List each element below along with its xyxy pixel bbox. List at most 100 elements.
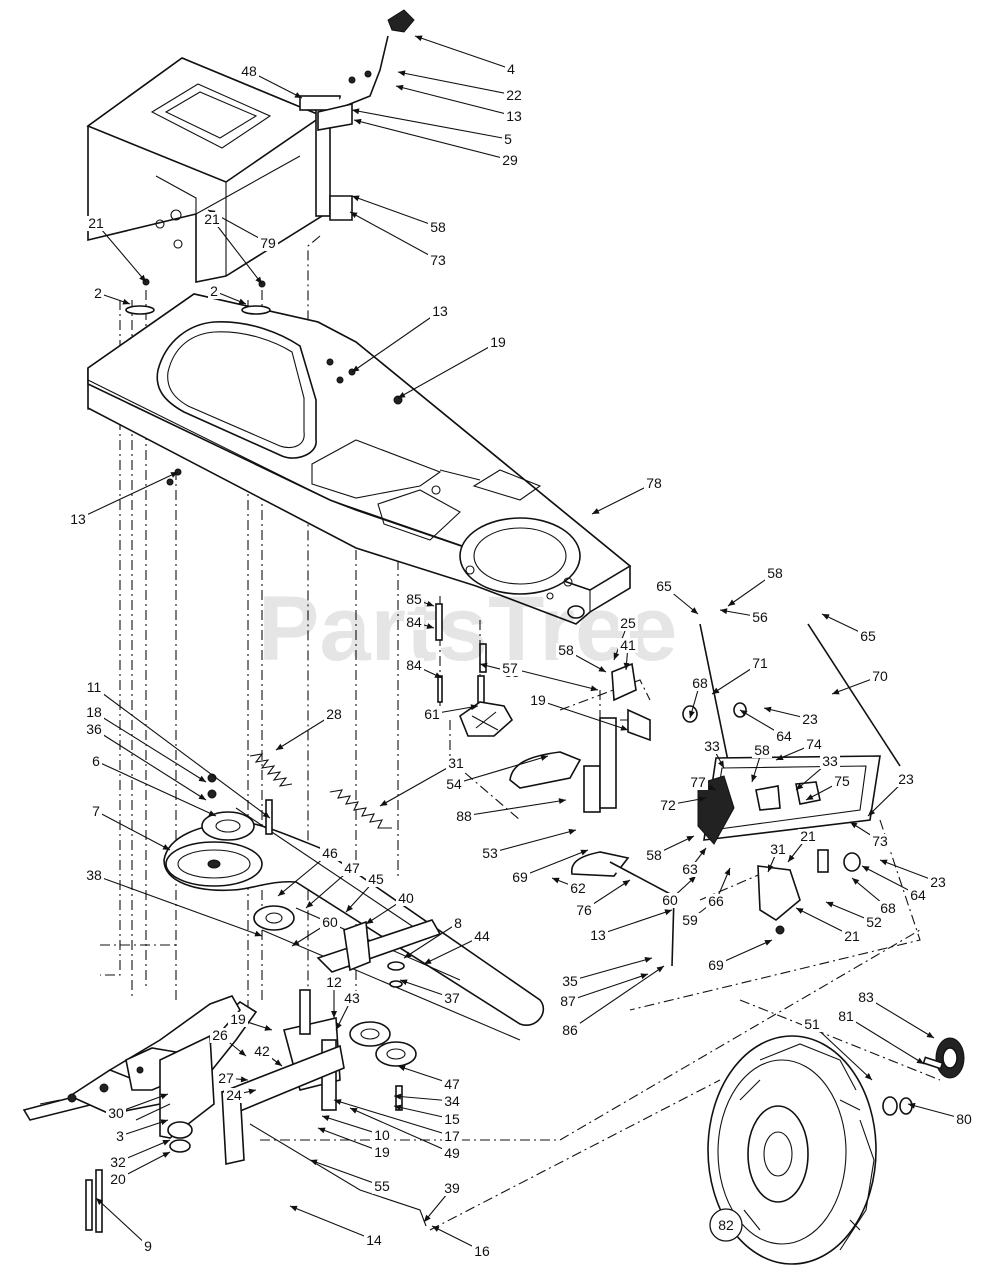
callout-label-backing <box>472 929 492 944</box>
callout-label-backing <box>690 676 710 691</box>
leader-arrow-31 <box>380 799 388 806</box>
leader-arrow-57 <box>590 685 598 692</box>
leader-line-13 <box>395 85 515 117</box>
callout-label-backing <box>108 1172 128 1187</box>
callout-label-backing <box>654 579 674 594</box>
callout-label-backing <box>702 739 722 754</box>
leader-arrow-84 <box>426 623 434 629</box>
leader-line-22 <box>397 71 515 96</box>
leader-line-58 <box>351 195 439 228</box>
callout-label-82: 82 <box>718 1217 734 1233</box>
callout-label-9: 9 <box>144 1238 152 1254</box>
leader-line-3 <box>119 1119 169 1137</box>
leader-arrow-74 <box>776 754 784 761</box>
callout-label-2: 2 <box>94 285 102 301</box>
callout-label-backing <box>618 616 638 631</box>
callout-label-backing <box>442 1146 462 1161</box>
callout-label-58: 58 <box>430 219 446 235</box>
callout-label-22: 22 <box>506 87 522 103</box>
leader-arrow-85 <box>426 600 434 607</box>
leader-arrow-45 <box>346 904 353 912</box>
leader-arrow-41 <box>623 662 630 670</box>
leader-arrow-21 <box>139 274 146 282</box>
callout-label-backing <box>644 848 664 863</box>
leader-arrow-19 <box>620 724 628 731</box>
callout-label-backing <box>802 1017 822 1032</box>
leader-arrow-37 <box>400 979 408 986</box>
callout-label-19: 19 <box>374 1144 390 1160</box>
callout-label-58: 58 <box>646 847 662 863</box>
idler-bracket <box>221 919 442 1227</box>
callout-label-backing <box>558 994 578 1009</box>
callout-label-73: 73 <box>872 833 888 849</box>
callout-label-backing <box>908 888 928 903</box>
callout-label-backing <box>856 990 876 1005</box>
callout-label-27: 27 <box>218 1070 234 1086</box>
circled-callout: 82 <box>709 1208 743 1242</box>
callout-label-19: 19 <box>530 692 546 708</box>
callout-label-backing <box>208 284 220 299</box>
leader-line-81 <box>845 1015 925 1065</box>
callout-label-39: 39 <box>444 1180 460 1196</box>
callout-label-backing <box>452 916 464 931</box>
callout-label-55: 55 <box>374 1178 390 1194</box>
leader-arrow-84 <box>434 672 442 678</box>
callout-label-backing <box>84 680 104 695</box>
leader-line-18 <box>93 711 207 783</box>
callout-leaders <box>77 35 965 1252</box>
leader-arrow-58 <box>728 599 736 606</box>
callout-label-backing <box>364 1233 384 1248</box>
callout-label-65: 65 <box>656 578 672 594</box>
callout-label-23: 23 <box>930 874 946 890</box>
leader-arrow-32 <box>162 1139 170 1146</box>
leader-arrow-26 <box>238 1049 246 1056</box>
callout-label-backing <box>422 707 442 722</box>
leader-arrow-77 <box>708 784 716 790</box>
callout-label-backing <box>454 809 474 824</box>
leader-arrow-46 <box>278 889 286 896</box>
leader-arrow-4 <box>415 35 423 42</box>
callout-label-backing <box>556 643 576 658</box>
leader-arrow-2 <box>122 298 130 305</box>
leader-arrow-17 <box>334 1099 342 1105</box>
seat-support-bracket <box>86 57 341 283</box>
leader-arrow-23 <box>868 808 876 816</box>
leader-arrow-61 <box>470 704 478 711</box>
rear-wheel <box>707 1035 965 1265</box>
callout-label-backing <box>430 304 450 319</box>
leader-arrow-20 <box>162 1152 170 1158</box>
callout-label-backing <box>324 975 344 990</box>
leader-arrow-58 <box>598 665 606 672</box>
leader-arrow-36 <box>198 793 206 800</box>
callout-label-33: 33 <box>822 753 838 769</box>
leader-arrow-15 <box>394 1104 402 1111</box>
callout-label-backing <box>90 804 102 819</box>
callout-label-backing <box>84 868 104 883</box>
leader-line-36 <box>93 728 207 801</box>
leader-arrow-19 <box>398 391 406 398</box>
callout-label-19: 19 <box>490 334 506 350</box>
callout-label-62: 62 <box>570 880 586 896</box>
leader-arrow-23 <box>880 859 888 866</box>
leader-line-4 <box>414 35 512 70</box>
callout-label-13: 13 <box>506 108 522 124</box>
callout-label-backing <box>372 1128 392 1143</box>
callout-label-77: 77 <box>690 774 706 790</box>
callout-label-backing <box>560 974 580 989</box>
callout-label-18: 18 <box>86 704 102 720</box>
callout-label-backing <box>108 1155 128 1170</box>
leader-arrow-18 <box>198 775 206 782</box>
leader-arrow-3 <box>160 1119 168 1126</box>
leader-line-19 <box>317 1127 383 1153</box>
leader-arrow-60 <box>688 876 696 883</box>
leader-arrow-9 <box>96 1198 104 1205</box>
transaxle <box>22 995 258 1233</box>
callout-label-backing <box>488 335 508 350</box>
leader-line-17 <box>333 1099 453 1137</box>
leader-arrow-85 <box>480 662 488 669</box>
callout-label-backing <box>342 991 362 1006</box>
callout-label-45: 45 <box>368 871 384 887</box>
leader-arrow-65 <box>690 607 698 614</box>
upper-linkage <box>317 9 415 221</box>
leader-arrow-5 <box>352 108 360 115</box>
